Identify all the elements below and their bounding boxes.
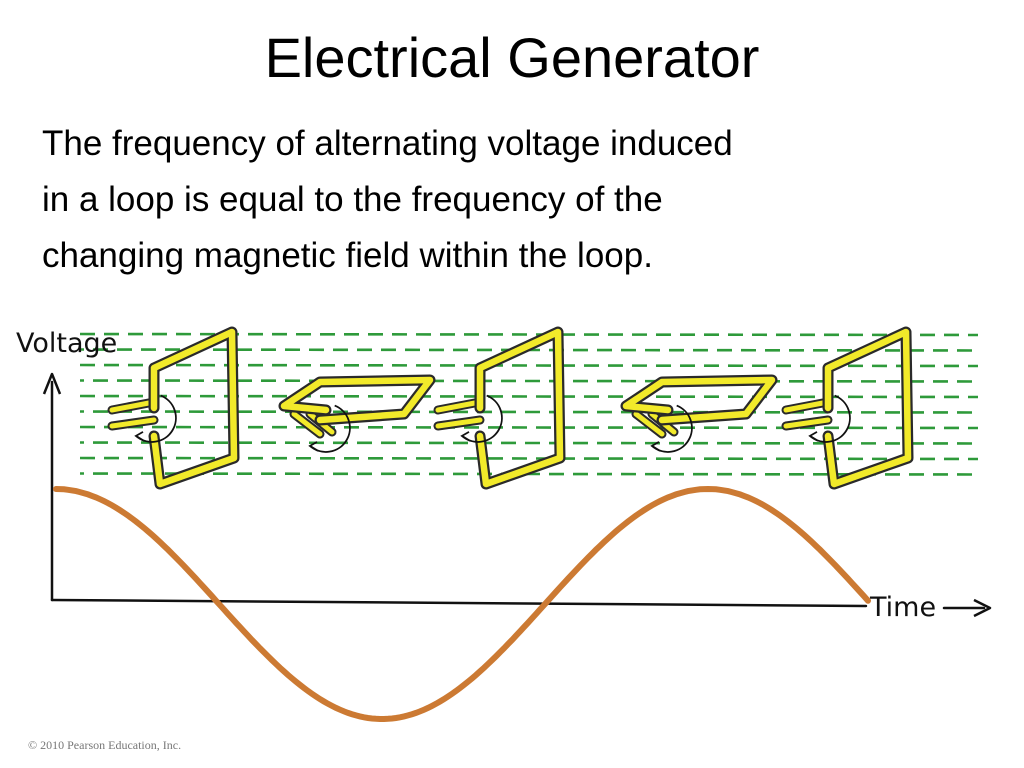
body-line-3: changing magnetic field within the loop. bbox=[42, 236, 653, 275]
field-line-4 bbox=[79, 379, 979, 383]
rotation-arrow bbox=[461, 394, 503, 443]
time-axis: Time bbox=[50, 592, 992, 623]
rotation-arrow bbox=[809, 394, 851, 443]
rotation-arrow bbox=[135, 394, 177, 443]
rotation-arrowhead bbox=[134, 431, 145, 442]
copyright-footer: © 2010 Pearson Education, Inc. bbox=[28, 738, 182, 752]
field-line-5 bbox=[79, 394, 979, 399]
rotation-arrowhead bbox=[650, 441, 661, 452]
loop-5 bbox=[781, 326, 914, 490]
rotation-arrowhead bbox=[808, 431, 819, 442]
field-line-7 bbox=[79, 425, 979, 430]
body-line-1: The frequency of alternating voltage ind… bbox=[42, 124, 733, 163]
voltage-axis: Voltage bbox=[16, 328, 117, 602]
generator-voltage-diagram: Voltage Time bbox=[16, 326, 992, 722]
body-line-2: in a loop is equal to the frequency of t… bbox=[42, 180, 663, 219]
rotating-loops bbox=[107, 326, 914, 490]
loop-4 bbox=[620, 374, 778, 453]
x-axis-label: Time bbox=[869, 592, 936, 623]
field-line-8 bbox=[79, 441, 979, 445]
y-axis-arrowhead bbox=[42, 372, 62, 395]
voltage-curve bbox=[53, 485, 871, 722]
field-line-6 bbox=[79, 410, 979, 414]
rotation-arrowhead bbox=[308, 441, 319, 452]
y-axis-label: Voltage bbox=[16, 328, 117, 359]
slide-title: Electrical Generator bbox=[264, 26, 760, 89]
loop-2 bbox=[278, 374, 436, 453]
rotation-arrowhead bbox=[460, 431, 471, 442]
rotation-arrow bbox=[309, 404, 351, 453]
x-axis-line bbox=[50, 598, 868, 608]
x-axis-arrowhead bbox=[973, 598, 992, 618]
loop-1 bbox=[107, 326, 240, 490]
loop-3 bbox=[433, 326, 566, 490]
rotation-arrow bbox=[651, 404, 693, 453]
field-line-9 bbox=[79, 456, 979, 461]
body-text: The frequency of alternating voltage ind… bbox=[42, 116, 1002, 284]
